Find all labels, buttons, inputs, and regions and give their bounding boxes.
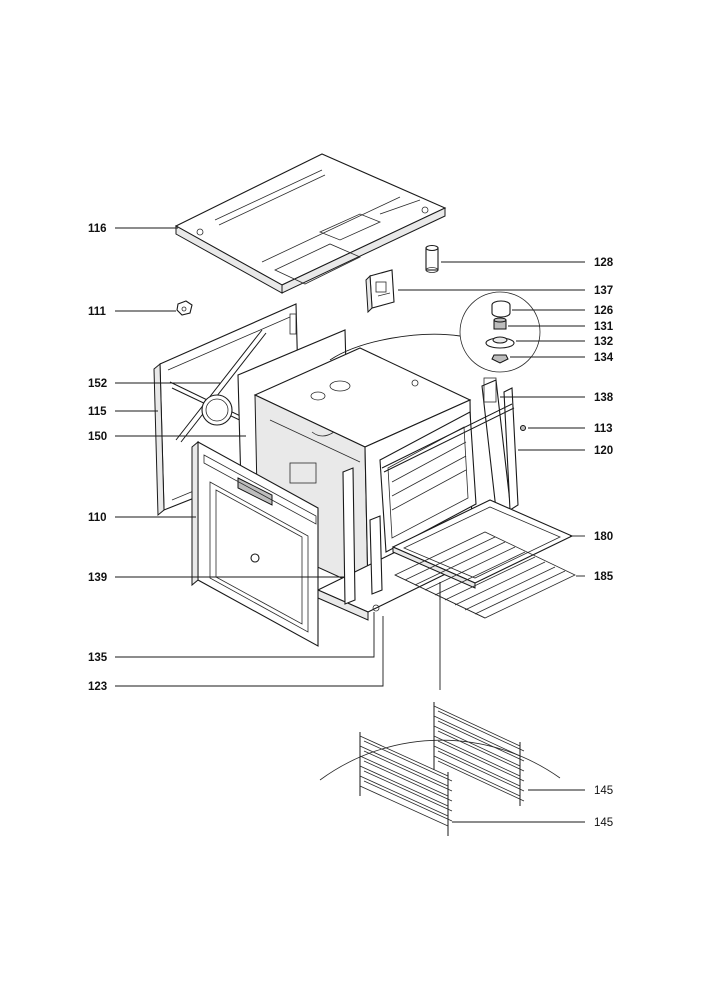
- part-wire-rack: [394, 531, 576, 619]
- label-150: 150: [88, 431, 107, 443]
- label-152: 152: [88, 378, 107, 390]
- part-bracket-137: [365, 269, 395, 314]
- part-lamp-assembly: [459, 291, 541, 373]
- label-123: 123: [88, 681, 107, 693]
- label-180: 180: [594, 531, 613, 543]
- part-screw-113: [520, 425, 526, 431]
- part-door: [191, 440, 319, 647]
- label-115: 115: [88, 406, 107, 418]
- label-134: 134: [594, 352, 614, 364]
- label-113: 113: [594, 423, 613, 435]
- label-116: 116: [88, 223, 107, 235]
- label-138: 138: [594, 392, 614, 404]
- label-185: 185: [594, 571, 614, 583]
- label-111: 111: [88, 306, 107, 318]
- label-110: 110: [88, 512, 107, 524]
- label-131: 131: [594, 321, 614, 333]
- label-145-lower: 145: [594, 817, 613, 829]
- part-top-cover: [174, 153, 447, 294]
- part-clip-111: [176, 300, 193, 316]
- label-145-upper: 145: [594, 785, 613, 797]
- leader-lines: [115, 227, 585, 823]
- label-126: 126: [594, 305, 613, 317]
- label-120: 120: [594, 445, 613, 457]
- label-139: 139: [88, 572, 107, 584]
- label-137: 137: [594, 285, 613, 297]
- part-shelf-supports: [319, 702, 561, 836]
- part-labels: 116 128 137 111 126 131 132 134 152 138 …: [88, 223, 614, 829]
- part-front-frame: [379, 377, 519, 553]
- label-128: 128: [594, 257, 614, 269]
- label-135: 135: [88, 652, 108, 664]
- part-cylinder-128: [425, 244, 439, 273]
- label-132: 132: [594, 336, 613, 348]
